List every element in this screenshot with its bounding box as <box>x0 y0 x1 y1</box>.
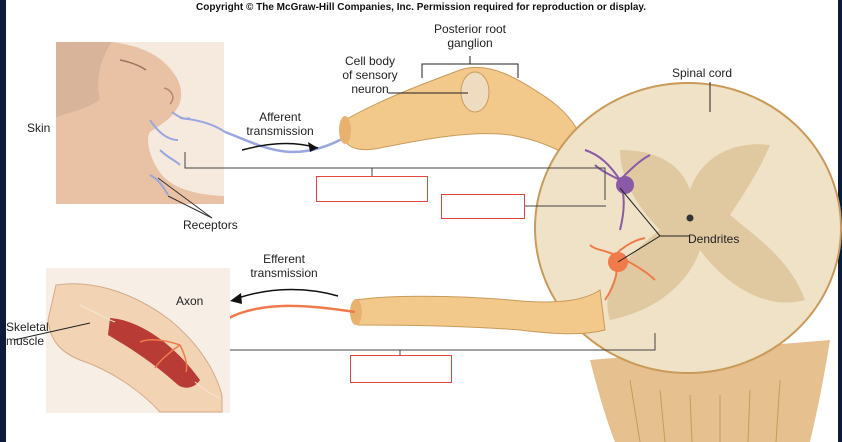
ganglion-cell-body <box>460 71 490 113</box>
eyelid <box>119 59 147 71</box>
muscle-belly <box>108 318 200 388</box>
axon-label: Axon <box>176 294 204 308</box>
afferent-arrowhead <box>308 142 318 152</box>
dendrites-leaders <box>617 187 690 263</box>
cell-body-label: Cell body of sensory neuron <box>342 54 398 96</box>
receptors-leader-2 <box>167 195 213 219</box>
anterior-root-nerve <box>354 289 606 335</box>
central-canal <box>686 214 694 222</box>
skeletal-muscle-leader <box>13 322 91 341</box>
afferent-bracket <box>184 152 606 200</box>
nerve-cut-end-upper <box>339 116 351 144</box>
motor-fibers-in-muscle <box>139 339 188 373</box>
receptors-leader-1 <box>157 177 213 219</box>
hair-shape <box>56 42 112 118</box>
blank-label-box-afferent[interactable] <box>316 176 428 202</box>
dendrites-label: Dendrites <box>688 232 740 246</box>
sensory-receptor-fibers <box>149 111 226 196</box>
efferent-arrow <box>237 288 339 299</box>
efferent-arrowhead <box>230 293 242 304</box>
spinal-cord-stripes <box>629 379 781 442</box>
posterior-root-label: Posterior root ganglion <box>433 22 507 50</box>
muscle-tendons <box>79 304 221 399</box>
face-skin <box>56 42 224 204</box>
skin-label: Skin <box>27 121 51 135</box>
blank-label-box-middle[interactable] <box>441 194 525 219</box>
copyright-notice: Copyright © The McGraw-Hill Companies, I… <box>195 2 647 13</box>
left-border <box>0 0 6 442</box>
receptors-label: Receptors <box>183 218 238 232</box>
efferent-label: Efferent transmission <box>250 252 318 280</box>
nerve-cut-end-lower <box>350 299 362 325</box>
lips <box>163 87 174 105</box>
blank-label-box-efferent[interactable] <box>350 355 452 383</box>
skeletal-muscle-label: Skeletal muscle <box>6 320 49 348</box>
interneuron-cell-body <box>616 176 634 194</box>
gray-matter <box>607 144 805 320</box>
spinal-cord-label: Spinal cord <box>672 66 733 80</box>
afferent-label: Afferent transmission <box>246 110 314 138</box>
